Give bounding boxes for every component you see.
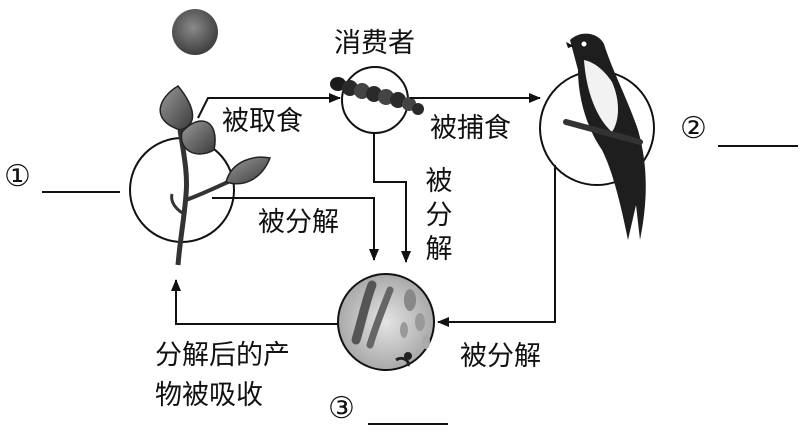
arrow-worm-decomposed bbox=[373, 132, 411, 263]
arrow-absorbed bbox=[171, 279, 338, 325]
eaten-label: 被取食 bbox=[222, 106, 303, 137]
microbe-icon bbox=[351, 280, 430, 367]
blank-marker-two: ② bbox=[680, 111, 707, 146]
arrow-eaten bbox=[197, 93, 341, 119]
sun-icon bbox=[172, 9, 218, 55]
consumer-label: 消费者 bbox=[334, 28, 415, 59]
bird-icon bbox=[563, 33, 646, 241]
worm-icon bbox=[330, 77, 424, 115]
decomposed-plant-label: 被分解 bbox=[258, 207, 339, 238]
plant-icon bbox=[159, 85, 272, 266]
preyed-label: 被捕食 bbox=[430, 113, 511, 144]
arrow-bird-decomposed bbox=[437, 165, 556, 327]
decomposed-worm-label: 被分解 bbox=[425, 166, 453, 265]
blank-marker-three: ③ bbox=[328, 391, 355, 426]
blank-marker-one: ① bbox=[4, 159, 31, 194]
absorbed-label-line2: 物被吸收 bbox=[155, 380, 263, 411]
absorbed-label-line1: 分解后的产 bbox=[155, 340, 290, 371]
decomposed-bird-label: 被分解 bbox=[460, 341, 541, 372]
arrow-plant-decomposed bbox=[212, 197, 379, 261]
